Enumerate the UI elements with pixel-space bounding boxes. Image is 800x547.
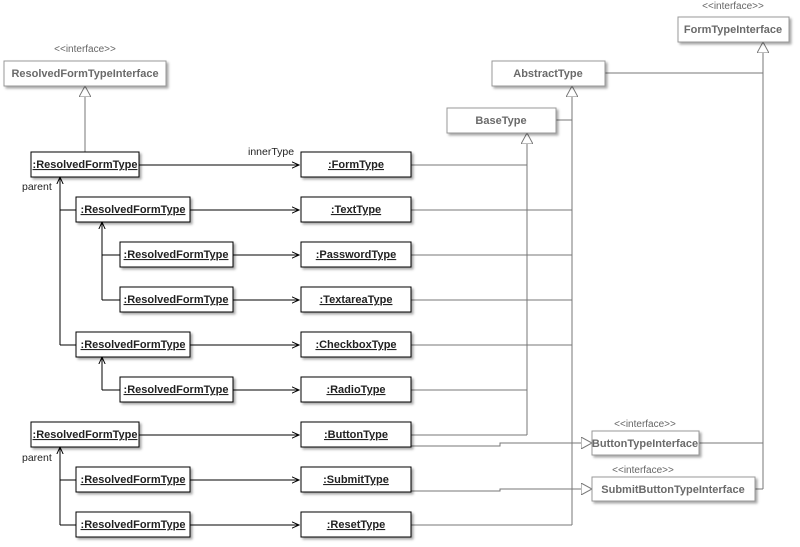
resolved-form-type-interface: <<interface>> ResolvedFormTypeInterface: [3, 44, 167, 87]
class-name: AbstractType: [513, 68, 582, 80]
radio-type-instance: :RadioType: [300, 376, 412, 403]
object-name: :ResolvedFormType: [124, 249, 229, 261]
class-name: ButtonTypeInterface: [592, 438, 698, 450]
class-name: BaseType: [475, 115, 526, 127]
reset-type-instance: :ResetType: [300, 511, 412, 538]
textarea-type-instance: :TextareaType: [300, 286, 412, 313]
object-name: :ResolvedFormType: [81, 339, 186, 351]
object-name: :SubmitType: [323, 474, 389, 486]
object-name: :RadioType: [326, 384, 385, 396]
object-name: :ResolvedFormType: [81, 204, 186, 216]
stereotype-label: <<interface>>: [54, 44, 116, 55]
implements-button-interfaces: [411, 443, 592, 491]
object-name: :ResolvedFormType: [81, 519, 186, 531]
object-name: :ButtonType: [324, 429, 388, 441]
resolved-form-type-submit: :ResolvedFormType: [75, 466, 191, 493]
resolved-form-type-radio: :ResolvedFormType: [119, 376, 234, 403]
object-name: :PasswordType: [316, 249, 397, 261]
parent-label-2: parent: [22, 452, 52, 464]
parent-hierarchy-2: [60, 447, 76, 526]
button-type-interface: <<interface>> ButtonTypeInterface: [591, 419, 700, 456]
resolved-form-type-password: :ResolvedFormType: [119, 241, 234, 268]
resolved-form-type-textarea: :ResolvedFormType: [119, 286, 234, 313]
base-type-class: BaseType: [446, 107, 557, 134]
class-name: ResolvedFormTypeInterface: [11, 68, 158, 80]
resolved-form-type-button: :ResolvedFormType: [30, 421, 140, 448]
stereotype-label: <<interface>>: [702, 1, 764, 12]
object-name: :CheckboxType: [315, 339, 396, 351]
abstract-type-class: AbstractType: [491, 60, 606, 87]
parent-hierarchy-1: [60, 177, 120, 391]
object-name: :TextareaType: [320, 294, 393, 306]
checkbox-type-instance: :CheckboxType: [300, 331, 412, 358]
button-type-instance: :ButtonType: [300, 421, 412, 448]
class-name: SubmitButtonTypeInterface: [601, 484, 744, 496]
implements-form-type-interface: [605, 42, 763, 490]
stereotype-label: <<interface>>: [612, 465, 674, 476]
parent-label-1: parent: [22, 181, 52, 193]
inner-type-arrows: [139, 165, 299, 525]
form-type-interface: <<interface>> FormTypeInterface: [677, 1, 790, 43]
object-name: :ResetType: [327, 519, 385, 531]
password-type-instance: :PasswordType: [300, 241, 412, 268]
resolved-form-type-form: :ResolvedFormType: [30, 151, 140, 178]
object-name: :ResolvedFormType: [33, 159, 138, 171]
object-name: :TextType: [331, 204, 381, 216]
stereotype-label: <<interface>>: [614, 419, 676, 430]
object-name: :ResolvedFormType: [81, 474, 186, 486]
extends-abstract-type: [411, 86, 572, 526]
object-name: :FormType: [328, 159, 384, 171]
object-name: :ResolvedFormType: [33, 429, 138, 441]
text-type-instance: :TextType: [300, 196, 412, 223]
submit-button-type-interface: <<interface>> SubmitButtonTypeInterface: [591, 465, 756, 502]
form-type-instance: :FormType: [300, 151, 412, 178]
resolved-form-type-checkbox: :ResolvedFormType: [75, 331, 191, 358]
resolved-form-type-reset: :ResolvedFormType: [75, 511, 191, 538]
object-name: :ResolvedFormType: [124, 294, 229, 306]
class-name: FormTypeInterface: [684, 24, 782, 36]
inner-type-label: innerType: [248, 146, 294, 158]
connectors: [60, 42, 763, 525]
object-name: :ResolvedFormType: [124, 384, 229, 396]
resolved-form-type-text: :ResolvedFormType: [75, 196, 191, 223]
extends-base-type: [411, 133, 527, 436]
submit-type-instance: :SubmitType: [300, 466, 412, 493]
